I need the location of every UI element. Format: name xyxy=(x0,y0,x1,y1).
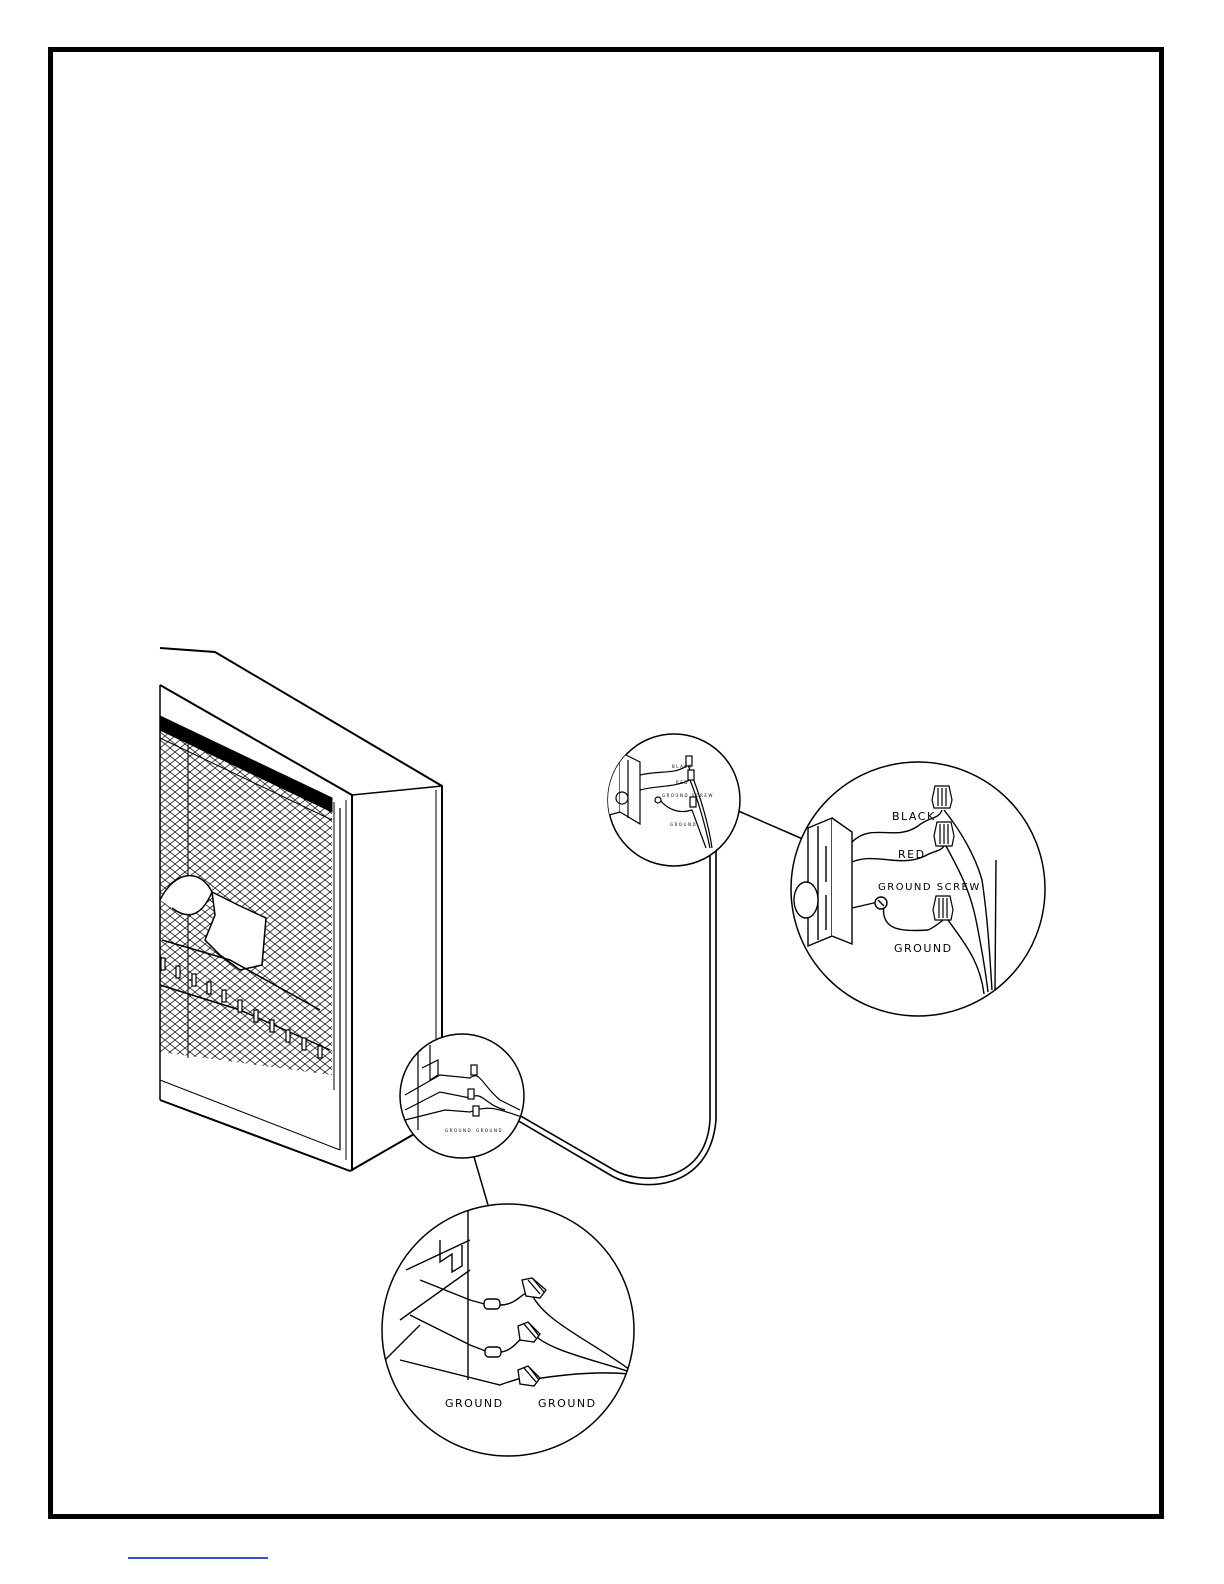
detail-leaders xyxy=(474,810,805,1205)
label-ground-screw: GROUND SCREW xyxy=(878,882,981,893)
wire-nut-icon xyxy=(933,896,953,920)
svg-text:GROUND: GROUND xyxy=(476,1128,503,1133)
svg-text:GROUND: GROUND xyxy=(445,1128,472,1133)
ground-label-right: GROUND xyxy=(538,1397,597,1410)
switch-detail-small: BLACK RED GROUND SCREW GROUND xyxy=(606,734,740,866)
label-ground: GROUND xyxy=(894,942,953,955)
wire-nut-icon xyxy=(932,786,952,808)
wire-nut-icon xyxy=(934,822,954,846)
svg-text:GROUND: GROUND xyxy=(670,822,697,827)
junction-detail-large: GROUND GROUND xyxy=(382,1204,634,1456)
junction-detail-small: GROUND GROUND xyxy=(400,1034,525,1158)
label-black: BLACK xyxy=(892,810,936,823)
svg-text:GROUND SCREW: GROUND SCREW xyxy=(662,793,714,798)
ground-screw-icon xyxy=(875,897,887,909)
label-red: RED xyxy=(898,848,926,861)
switch-detail-large: BLACK RED GROUND SCREW GROUND xyxy=(791,762,1045,1016)
svg-text:RED: RED xyxy=(676,780,689,785)
supply-cable xyxy=(505,848,716,1185)
footer-link-underline[interactable] xyxy=(128,1557,268,1559)
ground-label-left: GROUND xyxy=(445,1397,504,1410)
fireplace-unit xyxy=(150,648,442,1171)
svg-text:BLACK: BLACK xyxy=(672,764,693,769)
